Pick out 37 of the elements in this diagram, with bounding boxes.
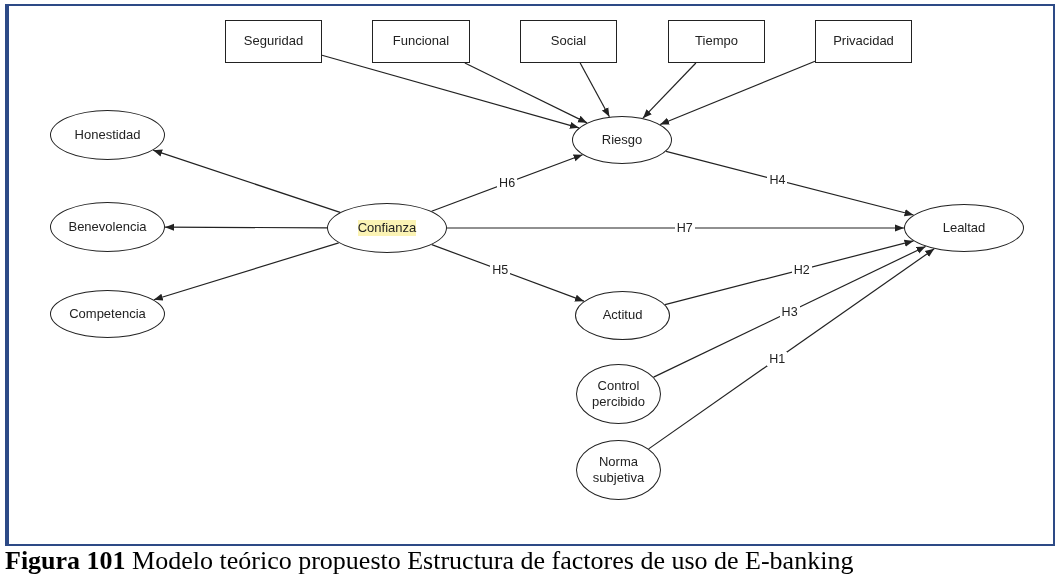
node-label: Lealtad [942, 219, 986, 237]
factor-box [372, 20, 470, 63]
node-label: Control percibido [591, 377, 646, 411]
arrow [431, 244, 585, 302]
arrow [579, 62, 610, 118]
node-label: Tiempo [695, 33, 738, 50]
arrow [321, 54, 580, 129]
arrow [153, 242, 340, 301]
arrow [659, 60, 816, 126]
figure-caption: Figura 101 Modelo teórico propuesto Estructura de factores de uso de E-banking [5, 546, 854, 576]
factor-box [225, 20, 322, 63]
node-label: Benevolencia [68, 218, 147, 236]
factor-box [815, 20, 912, 63]
arrow [653, 245, 927, 378]
arrow [164, 223, 328, 231]
node-label: Seguridad [243, 33, 304, 50]
node-label: Social [550, 33, 587, 50]
arrow [431, 154, 584, 212]
edge-label: H5 [490, 263, 511, 278]
arrow [446, 224, 905, 232]
node-label: Actitud [602, 307, 643, 324]
node-label: Confianza [357, 219, 417, 237]
factor-box [668, 20, 765, 63]
edge-label: H6 [497, 176, 518, 190]
arrow [642, 62, 697, 119]
edge-label: H7 [674, 221, 695, 235]
node-label: Privacidad [833, 33, 894, 50]
arrow [648, 248, 935, 450]
node-label: Norma subjetiva [591, 453, 646, 487]
factor-box [520, 20, 617, 63]
node-label: Honestidad [74, 126, 141, 144]
node-label: Riesgo [601, 131, 643, 149]
node-label: Funcional [392, 33, 450, 50]
arrow [152, 149, 341, 213]
arrow [665, 150, 915, 217]
node-label: Competencia [69, 305, 146, 323]
arrow [464, 62, 588, 124]
